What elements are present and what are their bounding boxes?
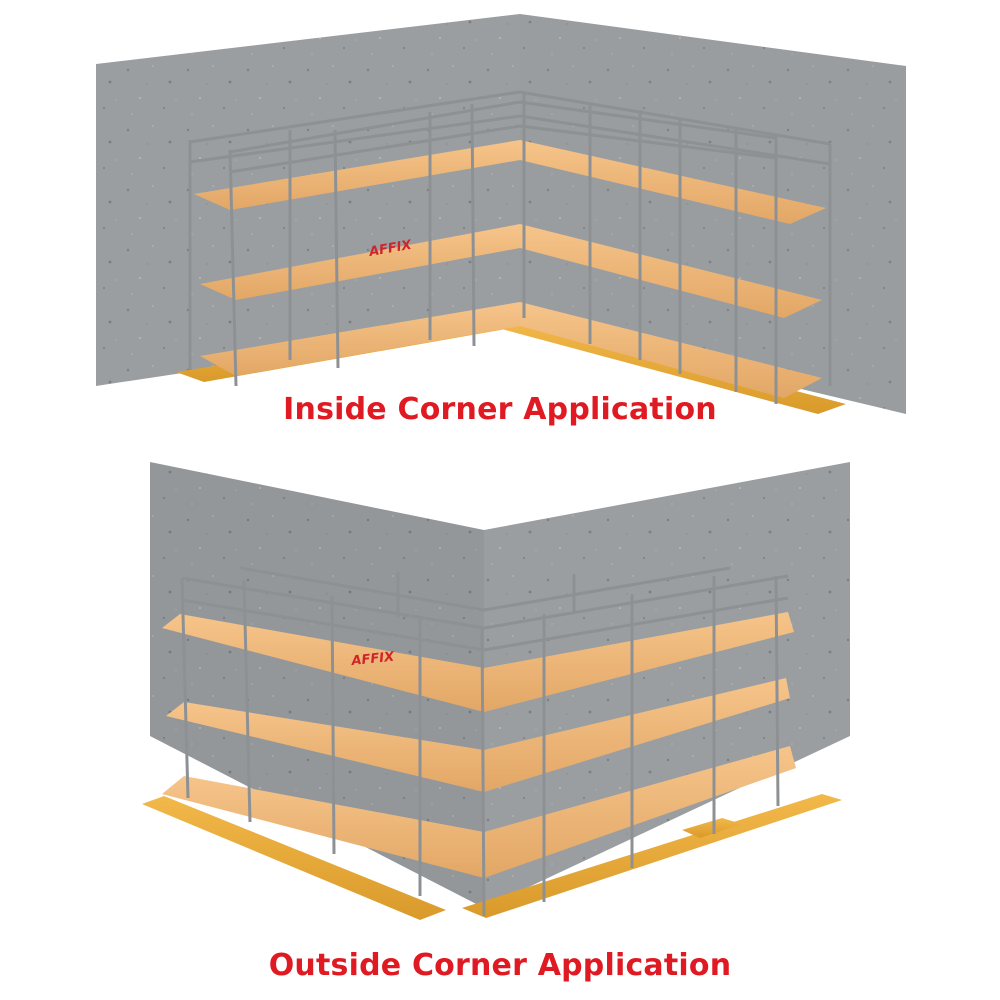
right-wall (520, 14, 906, 414)
scaffold-frame (180, 566, 789, 917)
inside-corner-caption: Inside Corner Application (283, 392, 717, 427)
inside-corner-illustration: AFFIX Inside Corner Application (0, 0, 1000, 440)
sole-boards (142, 794, 842, 920)
right-wall (484, 462, 850, 908)
scaffold-frame (188, 90, 832, 404)
outside-corner-caption: Outside Corner Application (268, 948, 732, 983)
outside-corner-illustration: AFFIX Outside Corner Application (0, 450, 1000, 1000)
outside-corner-scene: AFFIX (142, 462, 850, 920)
inside-corner-scene: AFFIX (96, 14, 906, 414)
left-wall (150, 462, 484, 908)
affix-logo: AFFIX (350, 649, 396, 669)
platforms (194, 140, 826, 398)
